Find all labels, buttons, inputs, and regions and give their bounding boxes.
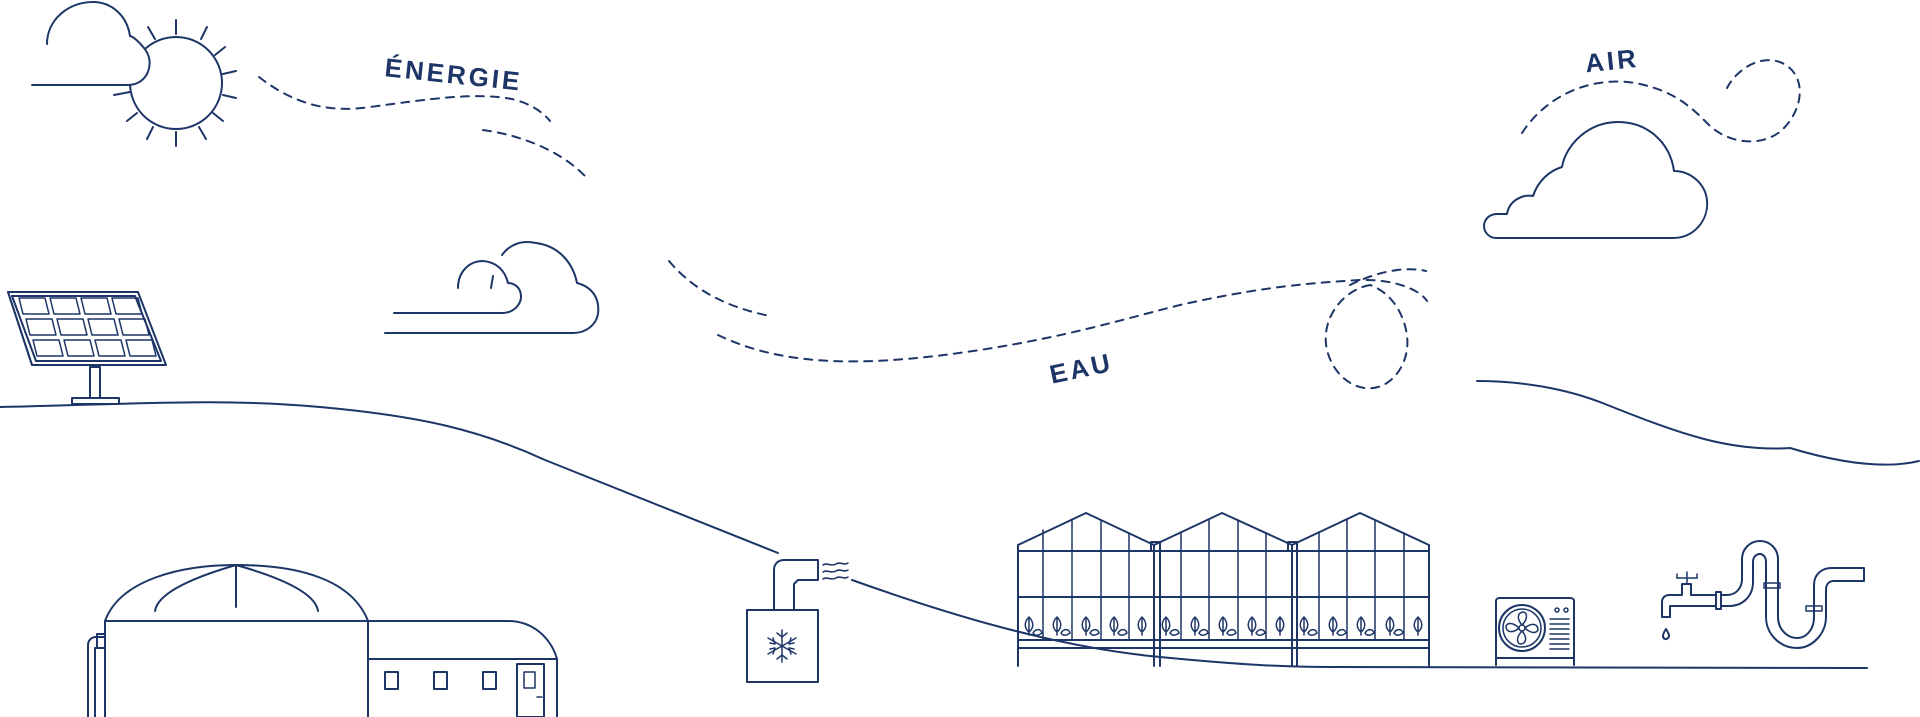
energy-flow-path bbox=[258, 76, 771, 317]
greenhouse-icon bbox=[1017, 512, 1430, 667]
plant-icon bbox=[1024, 616, 1423, 636]
sun-icon bbox=[113, 19, 237, 147]
pipe-icon bbox=[1715, 540, 1865, 649]
cloud-icon bbox=[393, 260, 522, 314]
water-drop-icon bbox=[1662, 628, 1671, 641]
fan-icon bbox=[1498, 604, 1546, 652]
solar-panel-icon bbox=[7, 291, 167, 405]
cloud-icon bbox=[31, 1, 151, 86]
hill-line bbox=[1476, 380, 1920, 466]
biogas-digester-icon bbox=[87, 564, 369, 717]
cloud-icon bbox=[384, 241, 600, 334]
label-eau: EAU bbox=[1047, 347, 1116, 390]
label-air: AIR bbox=[1584, 43, 1641, 78]
faucet-icon bbox=[1661, 571, 1717, 618]
building-icon bbox=[367, 620, 558, 717]
ground-line bbox=[0, 401, 779, 554]
cloud-icon bbox=[1483, 121, 1709, 239]
water-flow-path bbox=[717, 268, 1428, 390]
label-energie: ÉNERGIE bbox=[383, 52, 523, 96]
heat-pump-icon bbox=[1495, 597, 1575, 666]
ground-line bbox=[851, 579, 1868, 669]
snowflake-icon bbox=[767, 629, 797, 663]
cooling-unit-icon bbox=[746, 559, 849, 683]
air-flow-path bbox=[1521, 59, 1801, 143]
